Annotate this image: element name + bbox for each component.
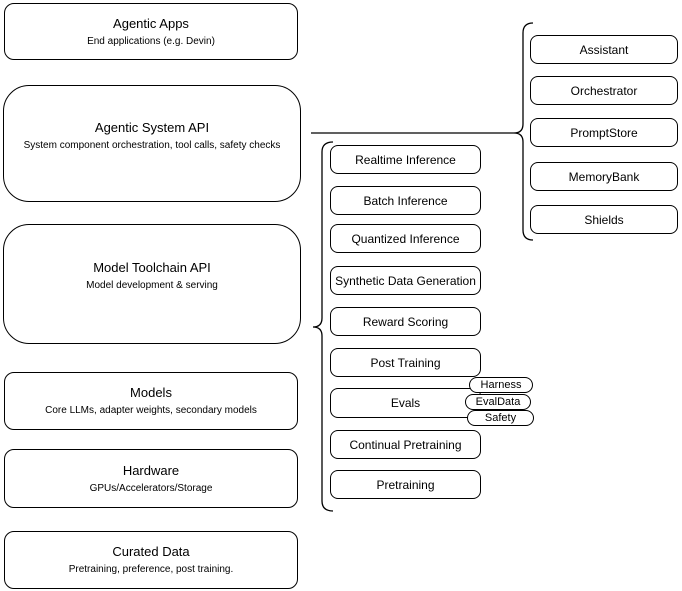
toolchain-box-quantized-inference: Quantized Inference [330, 224, 481, 253]
box-hardware: Hardware GPUs/Accelerators/Storage [4, 449, 298, 508]
box-subtitle: System component orchestration, tool cal… [23, 139, 281, 151]
box-subtitle: Core LLMs, adapter weights, secondary mo… [45, 405, 257, 416]
box-subtitle: Pretraining, preference, post training. [68, 564, 234, 575]
system-box-promptstore: PromptStore [530, 118, 678, 147]
node-label: Synthetic Data Generation [335, 273, 476, 288]
node-label: Quantized Inference [351, 231, 460, 246]
toolchain-box-batch-inference: Batch Inference [330, 186, 481, 215]
node-label: Orchestrator [570, 83, 638, 98]
node-label: Shields [584, 212, 624, 227]
node-label: Continual Pretraining [349, 437, 462, 452]
tag-evaldata: EvalData [465, 394, 531, 410]
toolchain-box-post-training: Post Training [330, 348, 481, 377]
box-model-toolchain-api: Model Toolchain API Model development & … [3, 224, 301, 344]
tag-safety: Safety [467, 410, 534, 426]
toolchain-box-pretraining: Pretraining [330, 470, 481, 499]
node-label: Pretraining [376, 477, 435, 492]
box-models: Models Core LLMs, adapter weights, secon… [4, 372, 298, 430]
box-title: Agentic Apps [113, 15, 189, 31]
node-label: Assistant [579, 42, 629, 57]
node-label: Reward Scoring [362, 314, 449, 329]
box-agentic-system-api: Agentic System API System component orch… [3, 85, 301, 202]
system-box-memorybank: MemoryBank [530, 162, 678, 191]
toolchain-box-continual-pretraining: Continual Pretraining [330, 430, 481, 459]
box-curated-data: Curated Data Pretraining, preference, po… [4, 531, 298, 589]
box-agentic-apps: Agentic Apps End applications (e.g. Devi… [4, 3, 298, 60]
box-subtitle: Model development & serving [86, 280, 218, 291]
box-title: Curated Data [112, 544, 190, 559]
system-box-shields: Shields [530, 205, 678, 234]
toolchain-box-realtime-inference: Realtime Inference [330, 145, 481, 174]
toolchain-box-reward-scoring: Reward Scoring [330, 307, 481, 336]
box-title: Hardware [122, 462, 180, 478]
node-label: PromptStore [570, 125, 638, 140]
node-label: Realtime Inference [355, 152, 456, 167]
node-label: MemoryBank [568, 169, 640, 184]
box-subtitle: End applications (e.g. Devin) [87, 35, 215, 47]
box-title: Model Toolchain API [93, 260, 211, 275]
toolchain-box-evals: Evals [330, 388, 481, 418]
box-title: Agentic System API [94, 119, 210, 135]
node-label: Batch Inference [363, 193, 448, 208]
toolchain-box-synthetic-data-generation: Synthetic Data Generation [330, 266, 481, 295]
tag-label: Harness [480, 379, 522, 391]
tag-harness: Harness [469, 377, 533, 393]
system-box-orchestrator: Orchestrator [530, 76, 678, 105]
tag-label: EvalData [475, 396, 521, 408]
node-label: Post Training [370, 355, 441, 370]
box-subtitle: GPUs/Accelerators/Storage [89, 482, 213, 494]
node-label: Evals [390, 396, 421, 410]
box-title: Models [130, 385, 172, 400]
system-box-assistant: Assistant [530, 35, 678, 64]
tag-label: Safety [484, 412, 517, 424]
